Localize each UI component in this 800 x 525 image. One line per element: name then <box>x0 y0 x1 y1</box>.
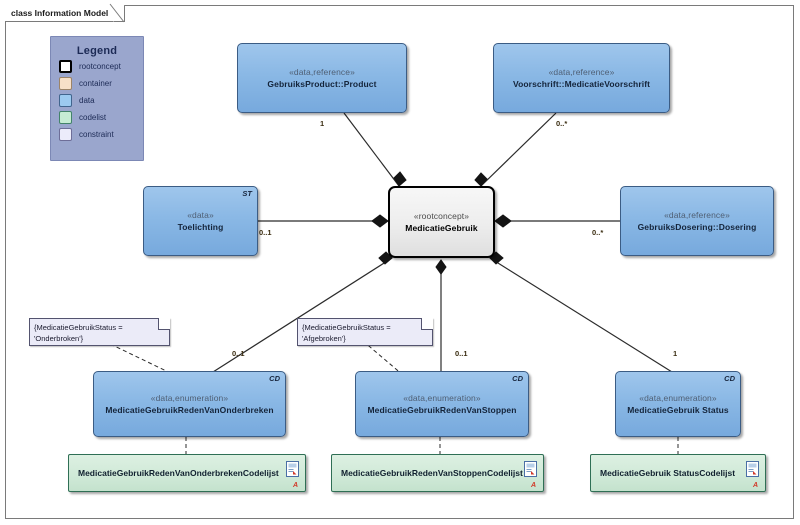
codelist-a-marker: A <box>292 482 298 489</box>
class-badge-cd: CD <box>269 374 280 383</box>
multiplicity-status: 1 <box>673 349 678 358</box>
codelist-medicatiegebruikredenvanonderbrekencodelijst[interactable]: MedicatieGebruikRedenVanOnderbrekenCodel… <box>68 454 306 492</box>
class-stereotype: «data,enumeration» <box>639 393 717 403</box>
legend-item-constraint: constraint <box>59 127 143 142</box>
class-name: GebruiksProduct::Product <box>267 79 377 89</box>
multiplicity-toelichting: 0..1 <box>259 228 272 237</box>
class-medicatiegebruik-rootconcept[interactable]: «rootconcept» MedicatieGebruik <box>388 186 495 258</box>
multiplicity-dosering: 0..* <box>592 228 604 237</box>
legend-swatch-rootconcept <box>59 60 72 73</box>
legend-item-codelist: codelist <box>59 110 143 125</box>
legend-item-container: container <box>59 76 143 91</box>
legend-panel: Legend rootconcept container data codeli… <box>50 36 144 161</box>
class-gebruiksproduct-product[interactable]: «data,reference» GebruiksProduct::Produc… <box>237 43 407 113</box>
diagram-frame-title: class Information Model <box>5 4 126 22</box>
legend-swatch-data <box>59 94 72 107</box>
legend-label-rootconcept: rootconcept <box>79 62 121 71</box>
codelist-name: MedicatieGebruikRedenVanStoppenCodelijst <box>341 468 523 478</box>
note-line-2: 'Afgebroken'} <box>302 333 346 343</box>
class-medicatiegebruikredenvanonderbreken[interactable]: CD «data,enumeration» MedicatieGebruikRe… <box>93 371 286 437</box>
document-icon <box>524 461 537 477</box>
class-stereotype: «data,enumeration» <box>403 393 481 403</box>
class-gebruiksdosering-dosering[interactable]: «data,reference» GebruiksDosering::Doser… <box>620 186 774 256</box>
legend-swatch-container <box>59 77 72 90</box>
class-name: MedicatieGebruik Status <box>627 405 729 415</box>
legend-label-codelist: codelist <box>79 113 107 122</box>
class-name: GebruiksDosering::Dosering <box>637 222 757 232</box>
class-name: Toelichting <box>177 222 224 232</box>
class-badge-cd: CD <box>724 374 735 383</box>
class-medicatiegebruikstatus[interactable]: CD «data,enumeration» MedicatieGebruik S… <box>615 371 741 437</box>
class-stereotype: «rootconcept» <box>413 211 470 221</box>
note-constraint-onderbroken: {MedicatieGebruikStatus = 'Onderbroken'} <box>29 318 170 346</box>
note-fold-corner <box>421 318 433 330</box>
note-line-1: {MedicatieGebruikStatus = <box>34 323 123 332</box>
class-badge-st: ST <box>242 189 252 198</box>
class-name: MedicatieGebruik <box>405 223 478 233</box>
class-name: MedicatieGebruikRedenVanStoppen <box>367 405 517 415</box>
codelist-a-marker: A <box>530 482 536 489</box>
class-badge-cd: CD <box>512 374 523 383</box>
class-voorschrift-medicatievoorschrift[interactable]: «data,reference» Voorschrift::MedicatieV… <box>493 43 670 113</box>
class-toelichting[interactable]: ST «data» Toelichting <box>143 186 258 256</box>
codelist-medicatiegebruikstatuscodelijst[interactable]: MedicatieGebruik StatusCodelijst A <box>590 454 766 492</box>
legend-swatch-constraint <box>59 128 72 141</box>
legend-label-constraint: constraint <box>79 130 114 139</box>
legend-label-data: data <box>79 96 95 105</box>
document-icon <box>746 461 759 477</box>
codelist-name: MedicatieGebruikRedenVanOnderbrekenCodel… <box>78 468 279 478</box>
codelist-name: MedicatieGebruik StatusCodelijst <box>600 468 736 478</box>
legend-title: Legend <box>76 45 118 57</box>
multiplicity-voorschrift: 0..* <box>556 119 568 128</box>
codelist-a-marker: A <box>752 482 758 489</box>
class-name: Voorschrift::MedicatieVoorschrift <box>512 79 651 89</box>
frame-tab-corner-icon <box>109 3 125 23</box>
diagram-frame <box>5 5 794 519</box>
multiplicity-redenvanonderbreken: 0..1 <box>232 349 245 358</box>
legend-item-rootconcept: rootconcept <box>59 59 143 74</box>
codelist-medicatiegebruikredenvanstoppencodelijst[interactable]: MedicatieGebruikRedenVanStoppenCodelijst… <box>331 454 544 492</box>
class-stereotype: «data,enumeration» <box>150 393 229 403</box>
class-name: MedicatieGebruikRedenVanOnderbreken <box>105 405 274 415</box>
note-fold-corner <box>158 318 170 330</box>
note-constraint-afgebroken: {MedicatieGebruikStatus = 'Afgebroken'} <box>297 318 433 346</box>
class-stereotype: «data» <box>187 210 214 220</box>
multiplicity-product: 1 <box>320 119 325 128</box>
note-line-1: {MedicatieGebruikStatus = <box>302 323 391 332</box>
class-stereotype: «data,reference» <box>289 67 355 77</box>
legend-item-data: data <box>59 93 143 108</box>
class-stereotype: «data,reference» <box>664 210 730 220</box>
class-medicatiegebruikredenvanstoppen[interactable]: CD «data,enumeration» MedicatieGebruikRe… <box>355 371 529 437</box>
note-line-2: 'Onderbroken'} <box>34 333 84 343</box>
legend-label-container: container <box>79 79 112 88</box>
class-stereotype: «data,reference» <box>548 67 615 77</box>
legend-swatch-codelist <box>59 111 72 124</box>
multiplicity-redenvanstoppen: 0..1 <box>455 349 468 358</box>
document-icon <box>286 461 299 477</box>
